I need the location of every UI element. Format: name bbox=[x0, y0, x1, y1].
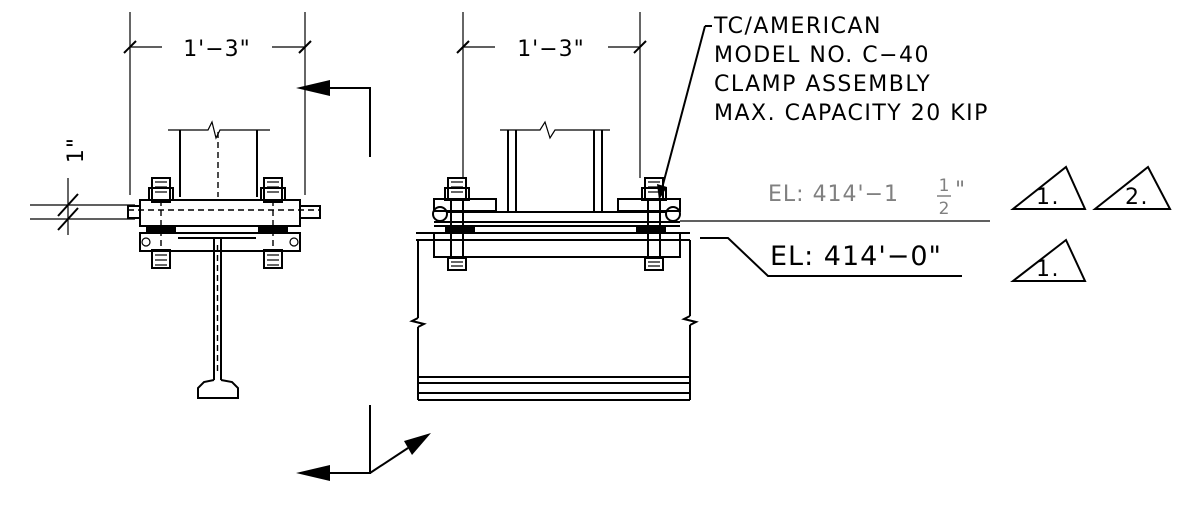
bolt bbox=[260, 177, 286, 269]
right-width-dimension: 1'−3" bbox=[517, 37, 585, 62]
lower-elevation-text: EL: 414'−0" bbox=[770, 241, 942, 272]
right-elevation-view: 1'−3" bbox=[409, 12, 712, 401]
left-width-dimension: 1'−3" bbox=[183, 37, 251, 62]
svg-text:": " bbox=[955, 178, 966, 203]
upper-elevation-mark: EL: 414'−1 1 2 " bbox=[680, 176, 990, 222]
section-cut-arrow bbox=[296, 405, 431, 481]
upper-elevation-text: EL: 414'−1 bbox=[768, 182, 899, 207]
plate-gap-dimension: 1" bbox=[64, 137, 89, 163]
revision-triangle: 1. bbox=[1010, 238, 1087, 282]
svg-text:2.: 2. bbox=[1125, 185, 1149, 210]
lower-elevation-mark: EL: 414'−0" bbox=[700, 237, 962, 277]
note-line-manufacturer: TC/AMERICAN bbox=[713, 14, 882, 39]
clamp-assembly-note: TC/AMERICAN MODEL NO. C−40 CLAMP ASSEMBL… bbox=[713, 14, 989, 126]
left-section-view: 1'−3" 1" bbox=[30, 12, 371, 399]
svg-text:2: 2 bbox=[939, 199, 950, 219]
bolt bbox=[148, 177, 174, 269]
svg-text:1: 1 bbox=[939, 176, 950, 196]
revision-triangle: 2. bbox=[1092, 165, 1172, 210]
note-line-assembly: CLAMP ASSEMBLY bbox=[714, 72, 931, 97]
note-line-model: MODEL NO. C−40 bbox=[714, 43, 930, 68]
note-line-capacity: MAX. CAPACITY 20 KIP bbox=[714, 101, 989, 126]
svg-text:1.: 1. bbox=[1036, 257, 1060, 282]
revision-triangle: 1. bbox=[1010, 165, 1087, 210]
svg-text:1.: 1. bbox=[1036, 185, 1060, 210]
